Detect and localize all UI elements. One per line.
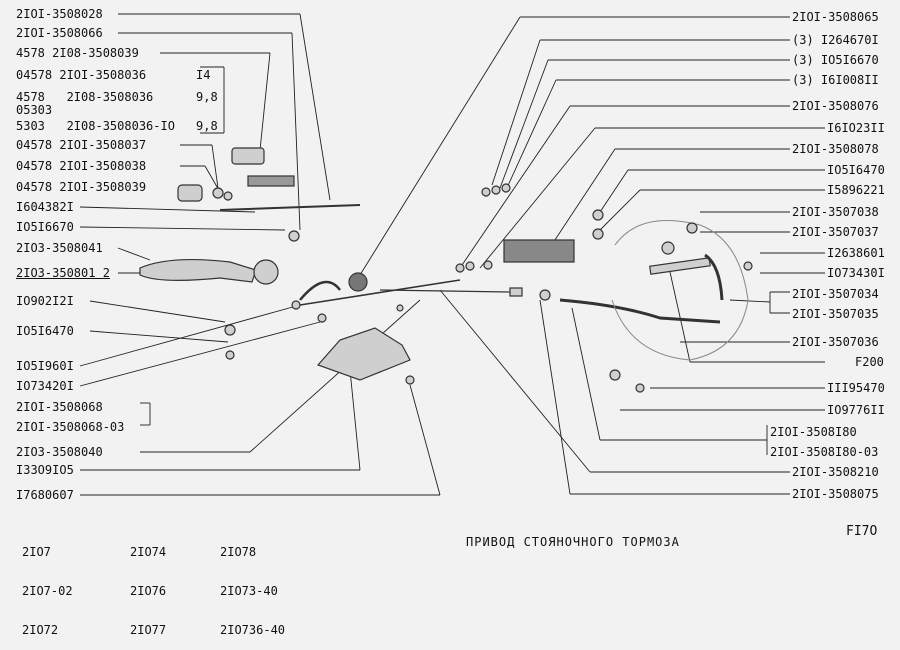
model-code: 2IO76 — [130, 584, 167, 598]
model-code: 2IO7 — [22, 545, 51, 559]
part-label: 2IO3-3508041 — [16, 241, 103, 255]
model-list: 2IO78 2IO73-40 2IO736-40 — [220, 520, 285, 650]
part-label: I5896221 — [827, 183, 885, 197]
part-label: 2IOI-3508065 — [792, 10, 879, 24]
model-list: 2IO74 2IO76 2IO77 — [130, 520, 166, 650]
part-label: (3) IO5I6670 — [792, 53, 879, 67]
part-label: IO73430I — [827, 266, 885, 280]
part-label: 2IOI-3507035 — [792, 307, 879, 321]
page-number: FI7O — [846, 524, 878, 539]
part-label: (3) I6I008II — [792, 73, 879, 87]
part-label: 2IO3-3508040 — [16, 445, 103, 459]
part-label: IO9776II — [827, 403, 885, 417]
part-label: 2IOI-3508I80-03 — [770, 445, 879, 459]
model-code: 2IO72 — [22, 623, 59, 637]
size-label: 9,8 — [196, 90, 218, 104]
part-label: 2IO3-350801 2 — [16, 266, 110, 280]
part-label: IO73420I — [16, 379, 74, 393]
part-label: 04578 2IOI-3508039 — [16, 180, 147, 194]
part-label: 2IOI-3508028 — [16, 7, 103, 21]
part-label: 2IOI-3508076 — [792, 99, 879, 113]
part-label: 2IOI-3508068-03 — [16, 420, 125, 434]
part-label: 04578 2IOI-3508036 — [16, 68, 147, 82]
model-code: 2IO74 — [130, 545, 167, 559]
part-label: IO5I960I — [16, 359, 74, 373]
part-label: 2IOI-3508075 — [792, 487, 879, 501]
part-label: IO902I2I — [16, 294, 74, 308]
part-label: IO5I6470 — [16, 324, 74, 338]
part-label: I6IO23II — [827, 121, 885, 135]
part-label: 2IOI-3507036 — [792, 335, 879, 349]
part-label: F200 — [855, 355, 884, 369]
model-code: 2IO7-02 — [22, 584, 73, 598]
page-title: ПРИВОД СТОЯНОЧНОГО ТОРМОЗА — [466, 535, 680, 549]
model-code: 2IO736-40 — [220, 623, 286, 637]
part-label: 2IOI-3507038 — [792, 205, 879, 219]
part-label: 2IOI-3508066 — [16, 26, 103, 40]
part-label: 2IOI-3508I80 — [770, 425, 857, 439]
part-label: (3) I264670I — [792, 33, 879, 47]
part-label: 2IOI-3508078 — [792, 142, 879, 156]
part-label: 04578 2IOI-3508037 — [16, 138, 147, 152]
model-code: 2IO73-40 — [220, 584, 278, 598]
part-label: I7680607 — [16, 488, 74, 502]
part-label: 5303 2I08-3508036-IO — [16, 119, 175, 133]
part-label: 04578 2IOI-3508038 — [16, 159, 147, 173]
model-code: 2IO78 — [220, 545, 257, 559]
part-label: 05303 — [16, 103, 53, 117]
size-label: 9,8 — [196, 119, 218, 133]
part-label: I33O9IO5 — [16, 463, 74, 477]
part-label: III95470 — [827, 381, 885, 395]
part-label: 4578 2I08-3508039 — [16, 46, 139, 60]
part-label: 2IOI-3507037 — [792, 225, 879, 239]
part-label: 2IOI-3508068 — [16, 400, 103, 414]
part-label: I604382I — [16, 200, 74, 214]
size-label: I4 — [196, 68, 211, 82]
part-label: IO5I6470 — [827, 163, 885, 177]
diagram-canvas — [79, 13, 825, 496]
part-label: 2IOI-3507034 — [792, 287, 879, 301]
model-code: 2IO77 — [130, 623, 167, 637]
part-label: 4578 2I08-3508036 — [16, 90, 154, 104]
part-label: 2IOI-3508210 — [792, 465, 879, 479]
part-label: IO5I6670 — [16, 220, 74, 234]
model-list: 2IO7 2IO7-02 2IO72 — [22, 520, 73, 650]
part-label: I2638601 — [827, 246, 885, 260]
